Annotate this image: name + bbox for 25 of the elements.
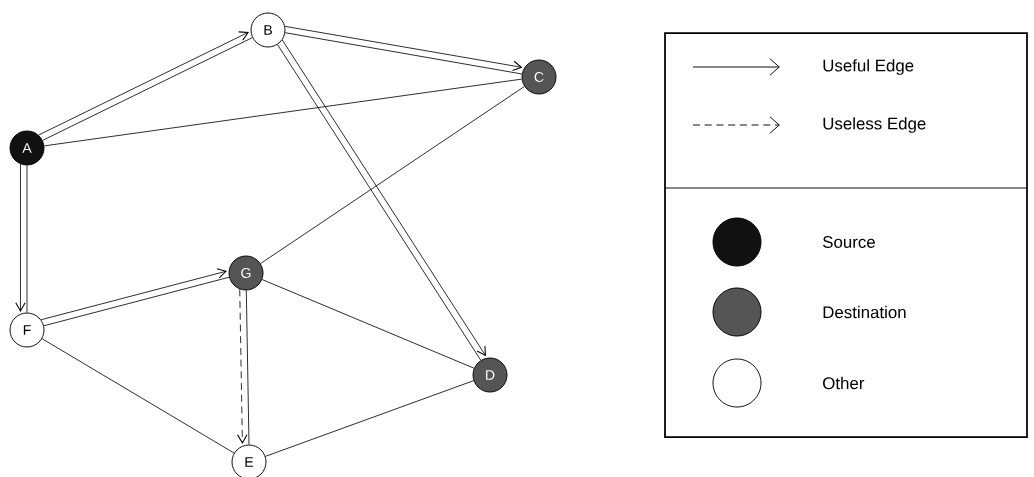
graph-node: F — [9, 312, 45, 348]
legend-label: Destination — [823, 305, 906, 319]
connector-line — [245, 290, 250, 445]
graph-node: G — [228, 255, 264, 291]
connector-line — [284, 32, 523, 75]
graph-node: B — [250, 12, 286, 48]
connector-line — [41, 338, 235, 454]
arrow — [284, 25, 523, 71]
connector-line — [265, 380, 474, 457]
graph-node: D — [472, 357, 508, 393]
connector-line — [43, 78, 523, 147]
graph-node: A — [9, 130, 45, 166]
arrow — [15, 163, 26, 313]
connector-line — [43, 276, 230, 327]
graph-node: E — [231, 444, 267, 477]
legend-label: Useful Edge — [823, 59, 914, 75]
arrow — [237, 288, 248, 445]
arrow — [40, 268, 227, 321]
legend-label: Source — [823, 236, 875, 248]
connector-line — [26, 165, 28, 313]
legend-label: Other — [823, 376, 865, 390]
connector-line — [261, 279, 475, 369]
legend-label: Useless Edge — [823, 117, 926, 133]
connector-line — [260, 86, 525, 264]
graph-node: C — [521, 59, 557, 95]
